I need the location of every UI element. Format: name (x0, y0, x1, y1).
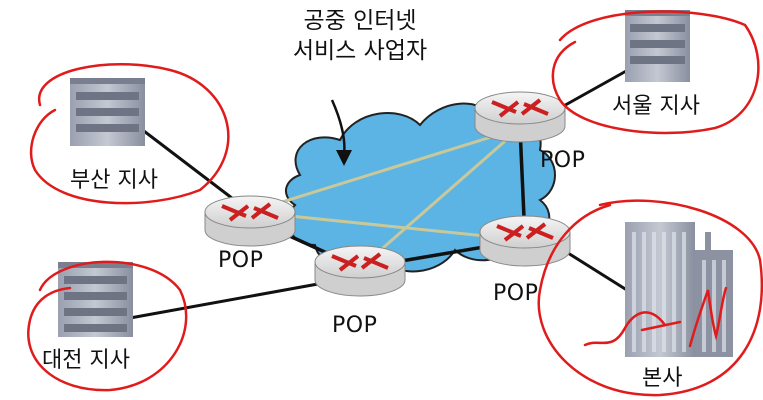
isp-title: 공중 인터넷 서비스 사업자 (255, 6, 465, 66)
pop-label-south: POP (332, 313, 378, 338)
site-label-daejeon: 대전 지사 (42, 348, 130, 373)
seoul-circle-annotation (551, 10, 760, 135)
hq-circle-annotation (537, 199, 763, 397)
pop-label-north: POP (540, 148, 586, 173)
seoul-building-icon (625, 10, 690, 82)
pen-annotations (27, 10, 763, 397)
isp-title-line2: 서비스 사업자 (292, 38, 428, 64)
cloud-links (249, 126, 526, 270)
pop-label-east: POP (493, 281, 539, 306)
title-pointer-arrowhead (336, 150, 352, 166)
site-label-seoul: 서울 지사 (612, 94, 700, 119)
pop-label-west: POP (218, 248, 264, 273)
site-label-hq: 본사 (642, 366, 683, 391)
daejeon-circle-annotation (27, 260, 188, 392)
daejeon-building-icon (58, 262, 133, 337)
isp-title-line1: 공중 인터넷 (303, 8, 417, 34)
router-icon-west (204, 195, 296, 247)
router-icon-north (474, 91, 566, 143)
site-links (129, 68, 631, 320)
site-label-busan: 부산 지사 (70, 168, 158, 193)
router-icon-east (479, 215, 571, 267)
hq-building-icon (625, 222, 733, 357)
busan-circle-annotation (29, 63, 230, 205)
router-icon-south (314, 245, 406, 297)
lan-handwriting-annotation (583, 286, 728, 348)
busan-building-icon (70, 78, 145, 146)
